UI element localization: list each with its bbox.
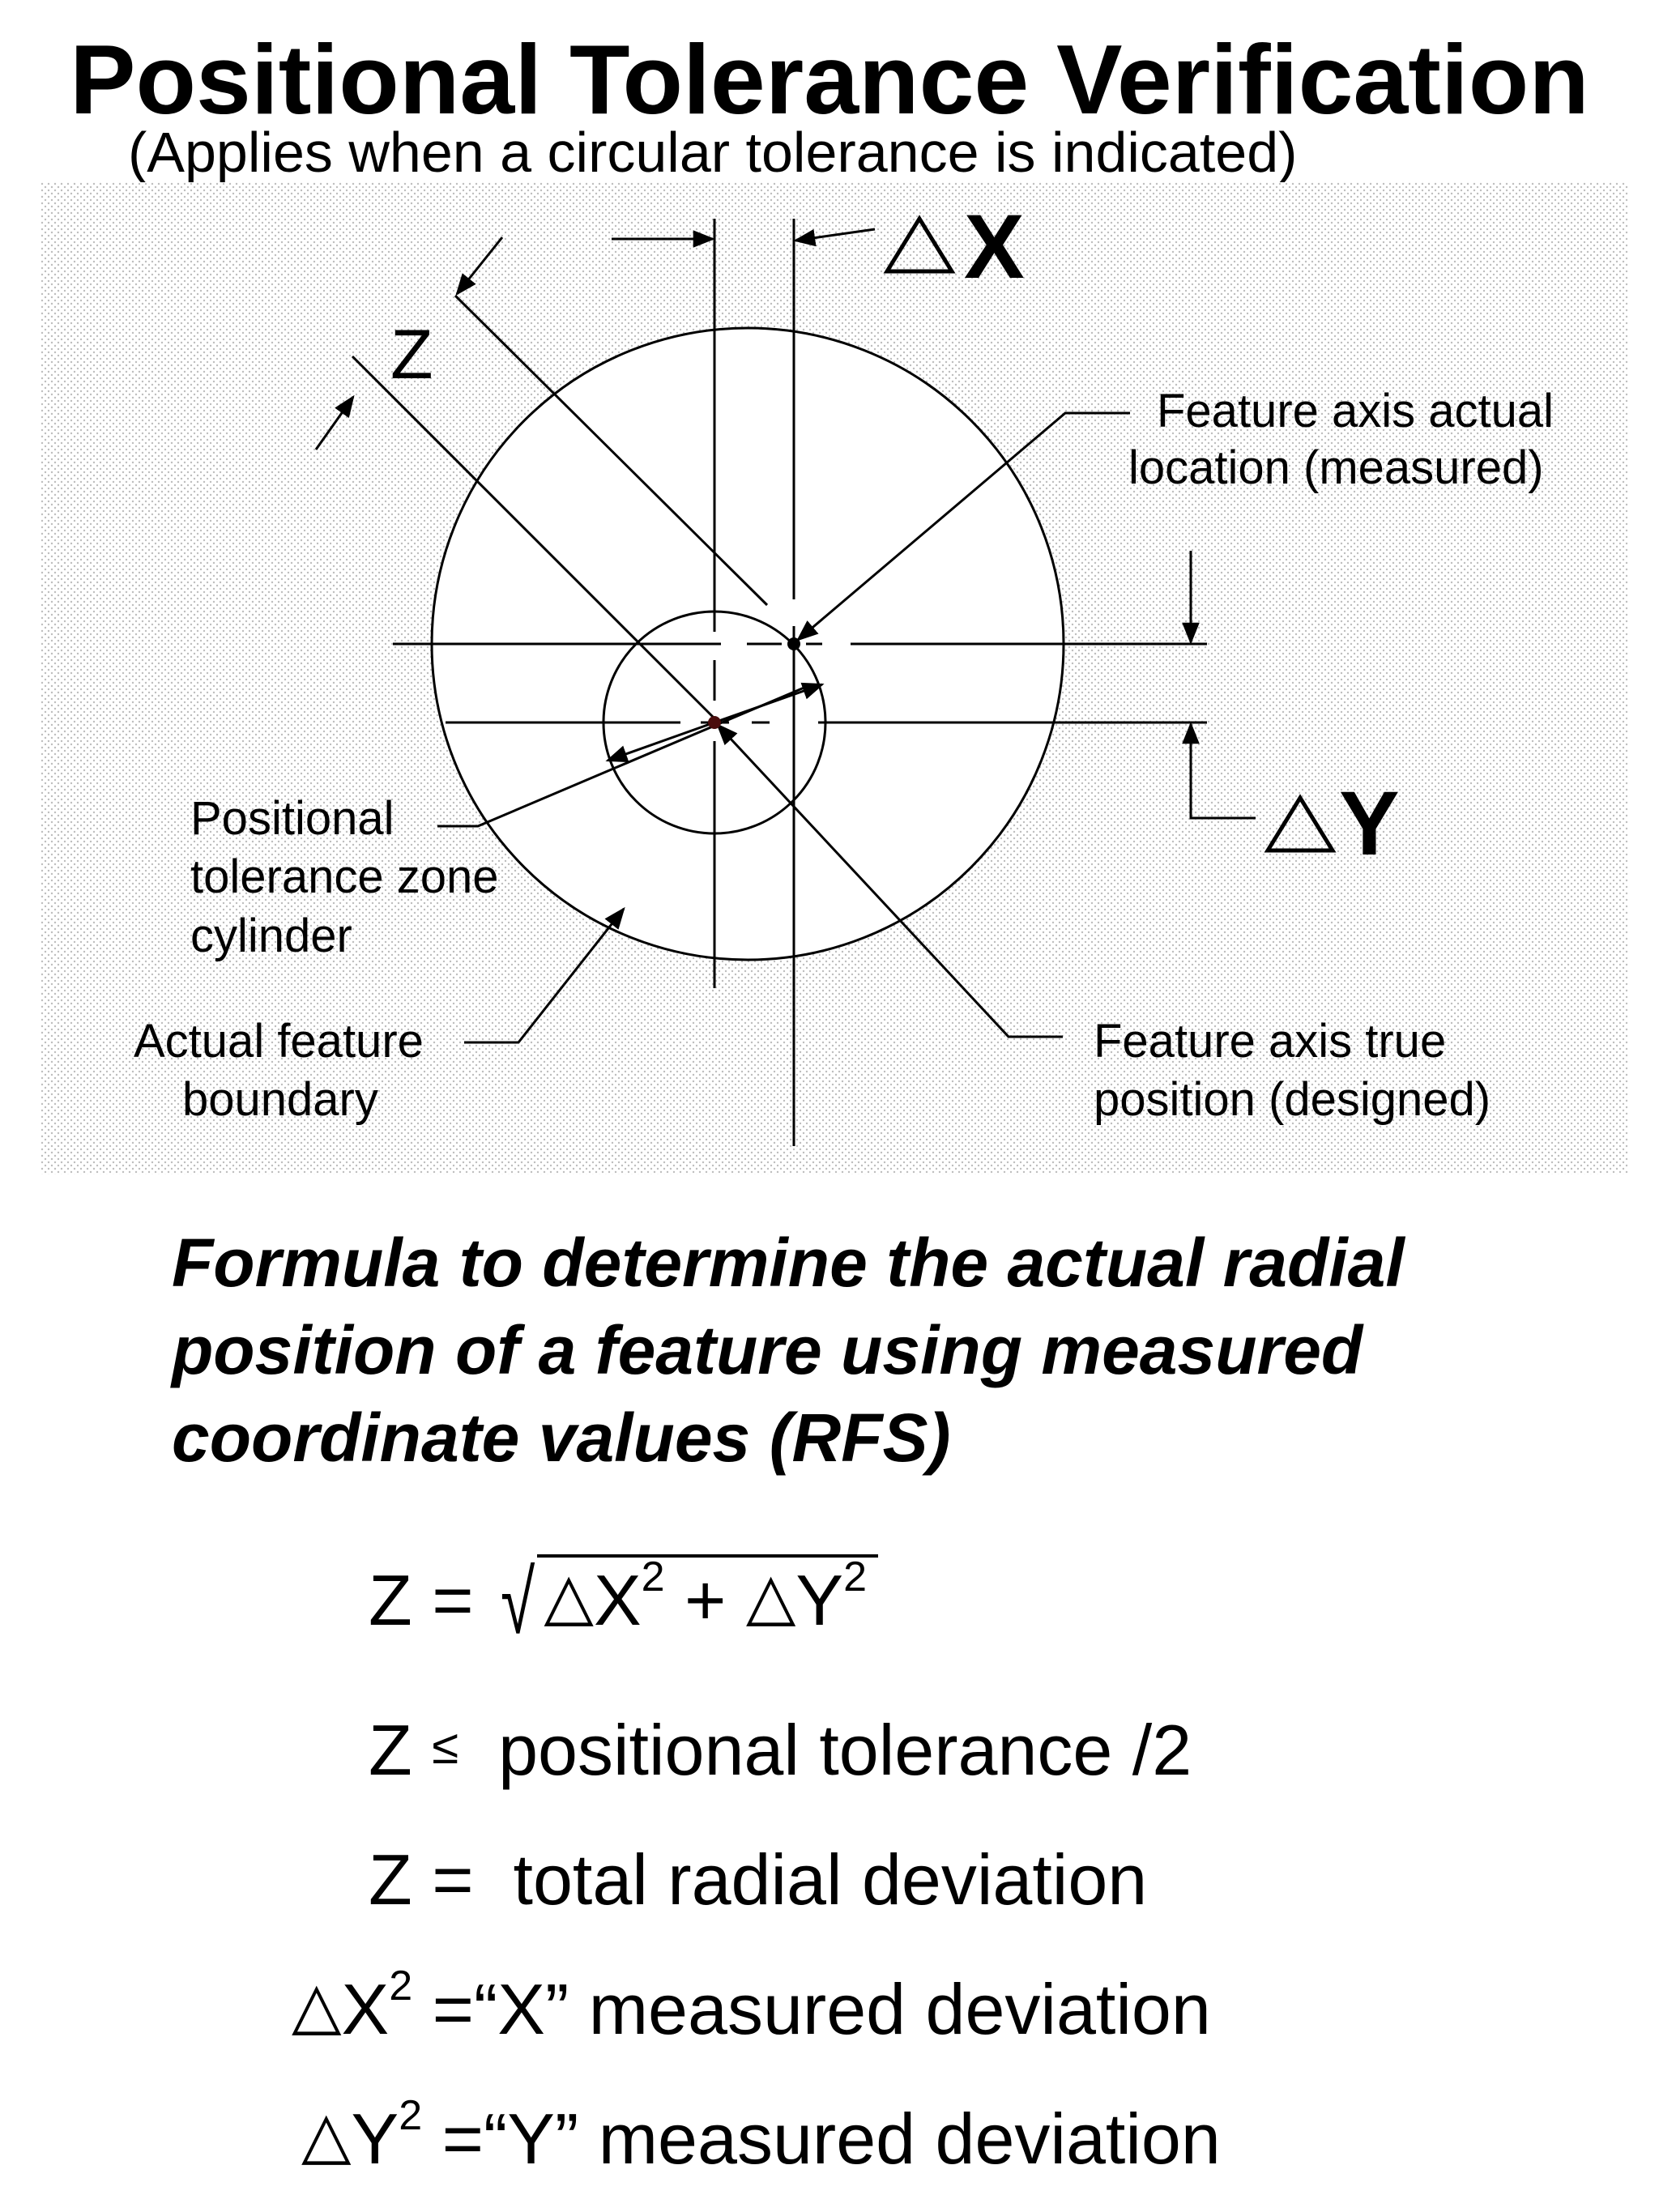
formula-1-plus: +: [684, 1560, 727, 1640]
formula-heading: Formula to determine the actual radial p…: [172, 1225, 1405, 1476]
tolerance-radius-arrow-in: [605, 721, 715, 763]
formula-5-exp: 2: [399, 2092, 423, 2139]
tolerance-radius-arrow-out: [714, 682, 825, 724]
true-position-label-line2: position (designed): [1094, 1073, 1491, 1126]
z-extension-line-1: [454, 294, 769, 607]
formula-3-rhs: total radial deviation: [513, 1839, 1148, 1920]
formula-4-var: X: [341, 1969, 390, 2049]
formula-1-dx: X: [593, 1560, 642, 1640]
formula-dx-definition: △X2 =“X” measured deviation: [292, 1963, 1211, 2051]
formula-1-dy: Y: [795, 1560, 844, 1640]
boundary-label-line1: Actual feature: [134, 1015, 424, 1068]
formula-4-rhs: “X” measured deviation: [474, 1969, 1211, 2049]
formula-1-exp1: 2: [641, 1554, 665, 1600]
boundary-leader: [464, 906, 625, 1044]
delta-icon: △: [745, 1560, 796, 1632]
tolerance-zone-label-line1: Positional: [190, 792, 394, 845]
formula-5-eq: =: [441, 2099, 484, 2179]
delta-y-label: Y: [1339, 773, 1400, 874]
formula-4-exp: 2: [389, 1963, 413, 2010]
delta-icon: △: [301, 2099, 352, 2171]
tolerance-zone-label-line2: tolerance zone: [190, 850, 498, 903]
delta-icon: △: [544, 1560, 594, 1632]
actual-location-point: [787, 637, 800, 650]
tolerance-zone-label-line3: cylinder: [190, 910, 352, 962]
radicand: △X2 + △Y2: [537, 1554, 879, 1642]
formula-5-rhs: “Y” measured deviation: [484, 2099, 1221, 2179]
formula-4-eq: =: [432, 1969, 474, 2049]
delta-x-arrow-right: [793, 228, 876, 247]
actual-location-leader: [795, 411, 1130, 641]
true-position-leader: [716, 723, 1063, 1038]
true-position-label-line1: Feature axis true: [1094, 1015, 1446, 1068]
delta-icon: △: [292, 1969, 342, 2041]
z-label: Z: [390, 316, 433, 394]
delta-x-label: X: [964, 196, 1025, 297]
formula-2-operator: ≤: [432, 1720, 459, 1774]
formula-z-sqrt: Z = √△X2 + △Y2: [369, 1543, 879, 1652]
formula-2-rhs: positional tolerance /2: [498, 1710, 1192, 1790]
boundary-label-line2: boundary: [182, 1073, 378, 1126]
delta-y-arrow-bottom: [1182, 722, 1256, 820]
delta-x-triangle-icon: [883, 215, 956, 274]
formula-z-limit: Z ≤ positional tolerance /2: [369, 1709, 1192, 1792]
formula-3-lhs: Z =: [369, 1839, 474, 1920]
delta-y-triangle-icon: [1264, 794, 1337, 853]
page-subtitle: (Applies when a circular tolerance is in…: [128, 121, 1298, 184]
formula-2-lhs: Z: [369, 1710, 412, 1790]
true-position-point: [708, 716, 721, 729]
formula-z-definition: Z = total radial deviation: [369, 1839, 1147, 1921]
actual-location-label-line2: location (measured): [1128, 441, 1544, 494]
formula-dy-definition: △Y2 =“Y” measured deviation: [301, 2092, 1221, 2180]
tolerance-diagram: X Y Z Feature axis actual location (meas…: [41, 182, 1628, 1174]
page-title: Positional Tolerance Verification: [70, 24, 1589, 134]
actual-location-label-line1: Feature axis actual: [1157, 385, 1554, 437]
tolerance-zone-leader: [437, 683, 812, 828]
formula-1-lhs: Z =: [369, 1560, 474, 1640]
formula-1-exp2: 2: [843, 1554, 868, 1600]
z-extension-line-2: [351, 355, 716, 720]
formula-5-var: Y: [351, 2099, 399, 2179]
square-root-icon: √: [501, 1553, 535, 1652]
